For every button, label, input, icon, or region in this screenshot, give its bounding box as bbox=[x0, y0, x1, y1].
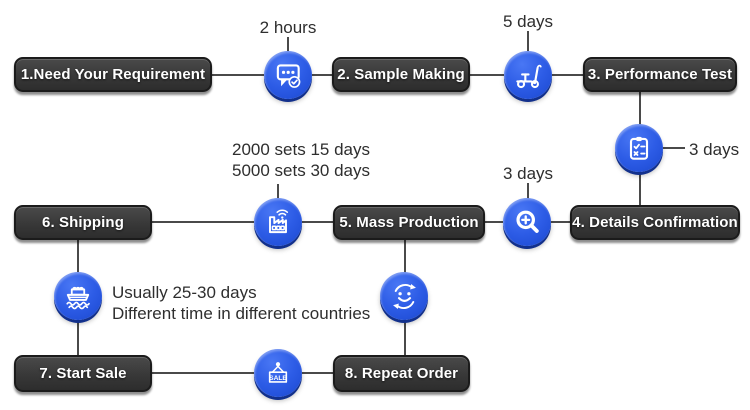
scooter-icon bbox=[504, 51, 552, 99]
note-production-lead-time: 2000 sets 15 days 5000 sets 30 days bbox=[232, 139, 370, 181]
step-box-mass-production: 5. Mass Production bbox=[333, 205, 485, 240]
step-box-shipping: 6. Shipping bbox=[14, 205, 152, 240]
zoom-in-icon bbox=[503, 198, 551, 246]
connector-line bbox=[639, 92, 641, 125]
connector-line bbox=[527, 183, 529, 199]
sale-sign-icon: SALE bbox=[254, 349, 302, 397]
note-shipping-line2: Different time in different countries bbox=[112, 304, 371, 323]
connector-line bbox=[152, 372, 255, 374]
connector-line bbox=[277, 184, 279, 199]
connector-line bbox=[77, 319, 79, 356]
connector-line bbox=[485, 221, 503, 223]
note-shipping-time: Usually 25-30 days Different time in dif… bbox=[112, 282, 370, 324]
connector-line bbox=[470, 74, 504, 76]
connector-line bbox=[639, 171, 641, 206]
note-production-lead-line2: 5000 sets 30 days bbox=[232, 161, 370, 180]
chat-check-icon bbox=[264, 51, 312, 99]
connector-line bbox=[302, 372, 333, 374]
connector-line bbox=[551, 221, 570, 223]
step-box-start-sale: 7. Start Sale bbox=[14, 355, 152, 392]
connector-line bbox=[404, 319, 406, 356]
step-box-sample-making: 2. Sample Making bbox=[332, 57, 470, 92]
clipboard-checklist-icon bbox=[615, 124, 663, 172]
note-mass-production-check-time: 3 days bbox=[502, 164, 554, 183]
connector-line bbox=[312, 74, 332, 76]
connector-line bbox=[552, 74, 583, 76]
step-box-repeat-order: 8. Repeat Order bbox=[333, 355, 470, 392]
connector-line bbox=[302, 221, 333, 223]
connector-line bbox=[404, 240, 406, 273]
connector-line bbox=[663, 147, 685, 149]
step-box-details-confirmation: 4. Details Confirmation bbox=[570, 205, 740, 240]
note-production-lead-line1: 2000 sets 15 days bbox=[232, 140, 370, 159]
connector-line bbox=[212, 74, 264, 76]
connector-line bbox=[527, 31, 529, 52]
note-details-confirmation-time: 3 days bbox=[689, 140, 740, 159]
step-box-performance-test: 3. Performance Test bbox=[583, 57, 737, 92]
connector-line bbox=[77, 240, 79, 273]
note-shipping-line1: Usually 25-30 days bbox=[112, 283, 257, 302]
factory-icon bbox=[254, 198, 302, 246]
smiley-repeat-icon bbox=[380, 272, 428, 320]
step-box-need-your-requirement: 1.Need Your Requirement bbox=[14, 57, 212, 92]
sale-sign-label: SALE bbox=[269, 375, 287, 382]
note-performance-test-time: 5 days bbox=[502, 12, 554, 31]
note-sample-making-time: 2 hours bbox=[259, 18, 317, 37]
connector-line bbox=[287, 37, 289, 52]
ship-icon bbox=[54, 272, 102, 320]
connector-line bbox=[152, 221, 254, 223]
